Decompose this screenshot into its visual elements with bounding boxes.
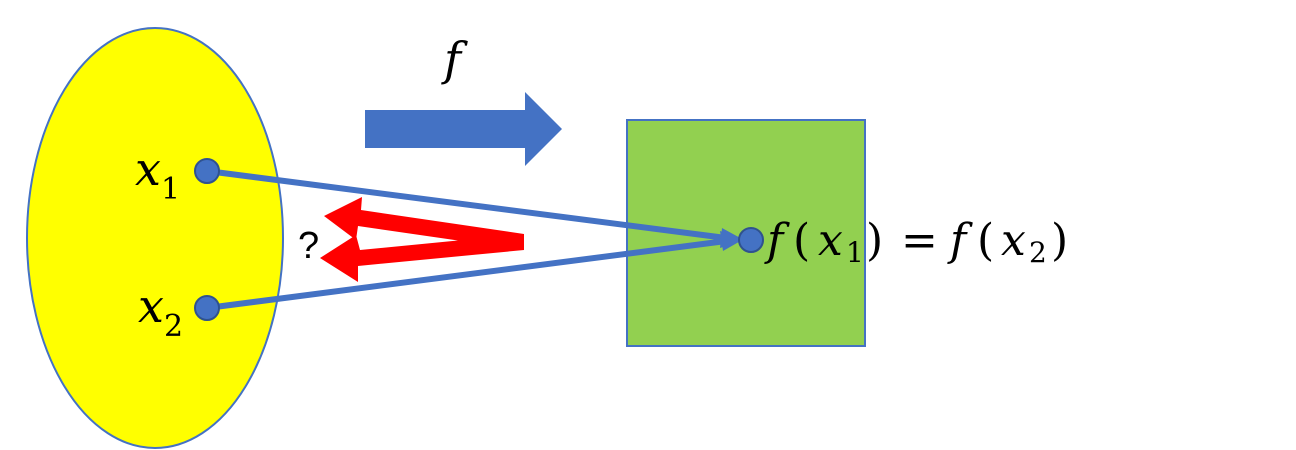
label-x2-sub: 2 <box>164 309 183 344</box>
eq-open1: ( <box>793 215 810 266</box>
equation: f ( x 1 ) = f ( x 2 ) <box>764 215 1068 269</box>
domain-set <box>26 27 284 449</box>
inverse-arrow-lower <box>320 234 524 282</box>
function-arrow <box>365 92 562 166</box>
eq-sub2: 2 <box>1029 236 1047 269</box>
eq-open2: ( <box>977 215 994 266</box>
inverse-arrow-upper <box>324 197 524 250</box>
point-x1 <box>194 158 220 184</box>
mapping-line-x2 <box>206 238 727 311</box>
label-x1-var: x <box>135 142 161 196</box>
mapping-arrowhead-x2 <box>720 231 744 251</box>
eq-close2: ) <box>1051 215 1068 266</box>
eq-sub1: 1 <box>846 236 864 269</box>
label-x2: x2 <box>138 279 183 344</box>
eq-x1: x <box>818 215 843 266</box>
label-x2-var: x <box>138 279 164 333</box>
question-mark: ? <box>298 225 319 267</box>
eq-equals: = <box>901 215 938 266</box>
eq-x2: x <box>1001 215 1026 266</box>
label-x1: x1 <box>135 142 180 207</box>
point-x2 <box>194 295 220 321</box>
eq-close1: ) <box>866 215 883 266</box>
eq-f2: f <box>947 215 973 266</box>
label-x1-sub: 1 <box>161 172 180 207</box>
function-label: f <box>441 32 468 86</box>
point-fx <box>738 227 764 253</box>
mapping-line-x1 <box>206 168 727 241</box>
